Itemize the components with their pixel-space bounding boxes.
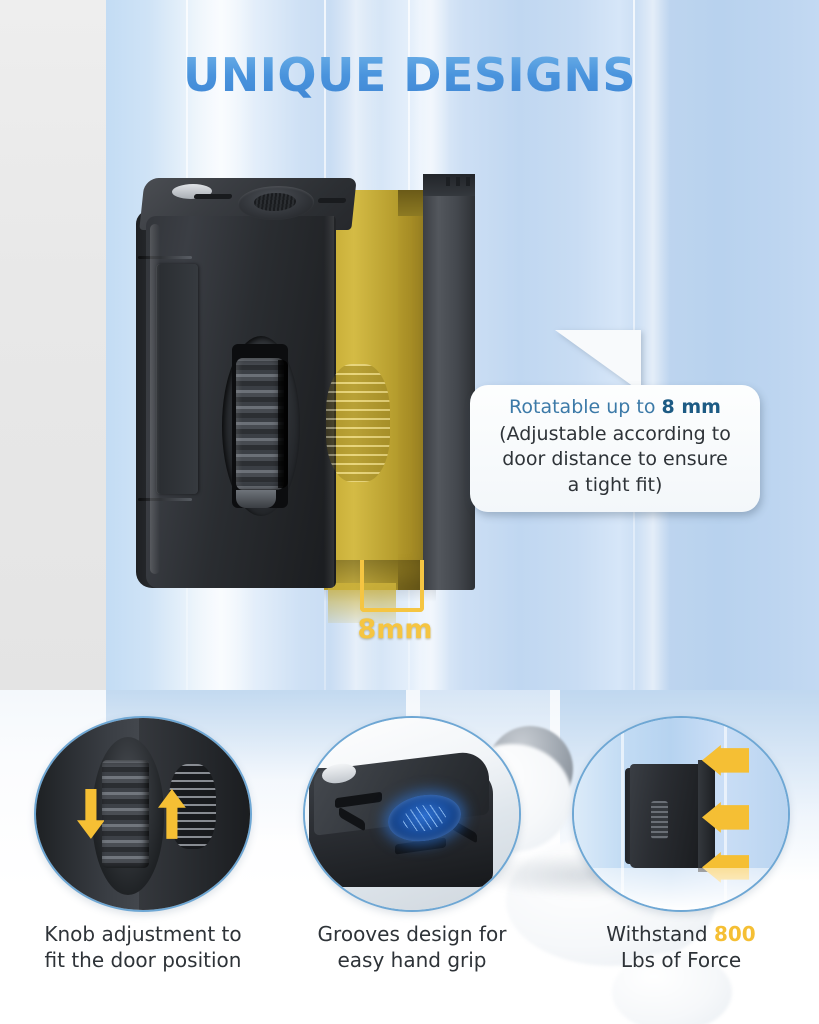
feature-1-caption: Knob adjustment to fit the door position: [34, 922, 252, 973]
callout-line-4: a tight fit): [567, 474, 663, 497]
feature-force-rating: Withstand 800 Lbs of Force: [572, 716, 790, 972]
feature-3-prefix: Withstand: [606, 922, 714, 946]
screw-thread-icon: [326, 364, 390, 482]
arrow-up-icon: [157, 789, 186, 839]
callout-line-3: door distance to ensure: [502, 448, 728, 471]
feature-2-caption-line1: Grooves design for: [317, 922, 507, 946]
f1-knurled-knob: [102, 760, 150, 868]
hero-product-illustration: [128, 168, 488, 623]
lock-body-edge-highlight: [324, 216, 334, 588]
lock-body-seam-top: [138, 256, 192, 259]
callout-line-1: Rotatable up to 8 mm: [480, 395, 750, 421]
measurement-tick-left: [360, 560, 364, 590]
feature-2-caption: Grooves design for easy hand grip: [303, 922, 521, 973]
feature-3-caption-line2: Lbs of Force: [620, 947, 742, 972]
callout-value: 8 mm: [661, 396, 721, 418]
brass-plate-front: [324, 190, 398, 590]
knob-base: [236, 490, 276, 508]
arrow-down-icon: [76, 789, 105, 839]
jamb-notch-1: [446, 177, 450, 186]
panel-highlight-4: [636, 0, 670, 730]
page-title: UNIQUE DESIGNS: [0, 48, 819, 102]
top-groove-left: [193, 194, 233, 199]
background-left-gray-strip: [0, 0, 106, 716]
feature-grooves-grip: Grooves design for easy hand grip: [303, 716, 521, 972]
feature-1-caption-line1: Knob adjustment to: [44, 922, 242, 946]
callout-prefix: Rotatable up to: [509, 396, 662, 418]
force-arrow-icon-2: [702, 802, 750, 834]
feature-2-caption-line2: easy hand grip: [337, 947, 487, 972]
force-arrow-icon-1: [702, 744, 750, 776]
callout-line-2: (Adjustable according to: [499, 422, 731, 445]
f3-knob: [651, 800, 669, 839]
prop-white-blob-3: [612, 952, 732, 1024]
jamb-notch-2: [456, 177, 460, 186]
feature-knob-adjustment: Knob adjustment to fit the door position: [34, 716, 252, 972]
adjustment-knob: [236, 358, 284, 490]
feature-3-caption: Withstand 800 Lbs of Force: [572, 922, 790, 973]
door-jamb-slab: [423, 182, 475, 590]
f3-floor: [574, 867, 788, 910]
lock-body-highlight: [150, 224, 160, 574]
lock-body-side-tab: [156, 264, 198, 494]
knob-shadow-edge: [278, 360, 288, 488]
callout-bubble: Rotatable up to 8 mm (Adjustable accordi…: [470, 385, 760, 512]
feature-1-caption-line2: fit the door position: [44, 947, 242, 972]
feature-1-image: [34, 716, 252, 912]
callout-bubble-tail: [533, 330, 641, 392]
measurement-bracket: [360, 586, 424, 612]
feature-2-image: [303, 716, 521, 912]
lock-body-seam-bottom: [138, 498, 192, 501]
measurement-label: 8mm: [357, 614, 433, 645]
feature-3-caption-line1: Withstand 800: [572, 922, 790, 948]
feature-3-value: 800: [713, 922, 756, 946]
f2-grip-pattern-lines: [403, 802, 447, 834]
feature-3-image: [572, 716, 790, 912]
measurement-tick-right: [420, 560, 424, 590]
top-groove-right: [317, 198, 347, 203]
jamb-notch-3: [466, 177, 470, 186]
f3-door-seam-1: [621, 718, 625, 910]
